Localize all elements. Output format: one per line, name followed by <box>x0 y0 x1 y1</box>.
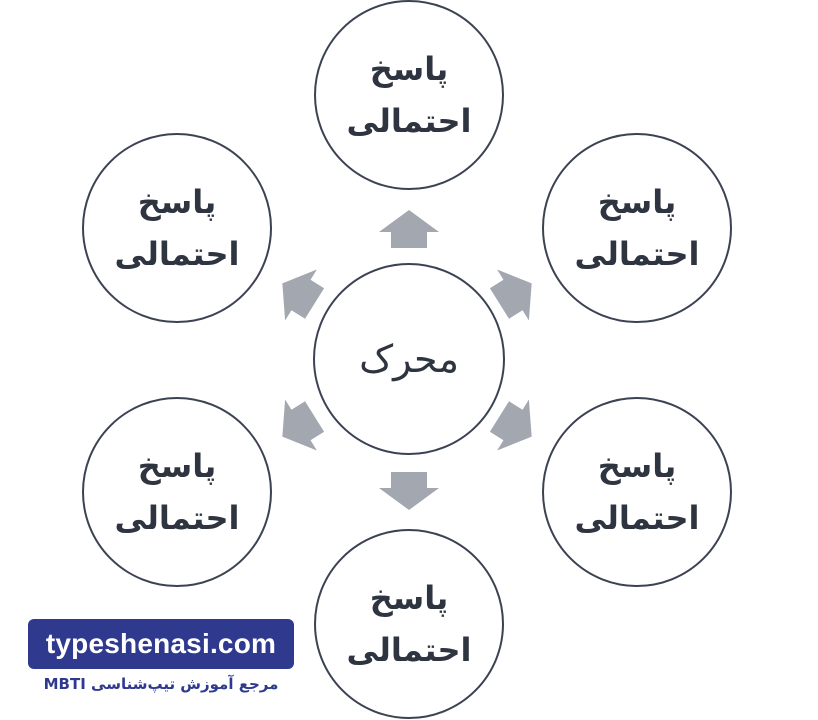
arrow-down-right-icon <box>489 399 532 451</box>
node-line2: احتمالی <box>347 102 472 140</box>
node-line2: احتمالی <box>115 499 240 537</box>
node-line2: احتمالی <box>575 499 700 537</box>
site-badge: typeshenasi.com <box>28 619 294 669</box>
node-line2: احتمالی <box>347 631 472 669</box>
response-node-lower-right: پاسخ احتمالی <box>542 397 732 587</box>
node-line1: پاسخ <box>370 579 449 617</box>
response-node-upper-left: پاسخ احتمالی <box>82 133 272 323</box>
arrow-up-right-icon <box>489 269 532 321</box>
center-node: محرک <box>313 263 505 455</box>
brand-watermark: typeshenasi.com مرجع آموزش تیپ‌شناسی MBT… <box>28 619 294 693</box>
response-node-lower-left: پاسخ احتمالی <box>82 397 272 587</box>
arrow-down-left-icon <box>282 399 325 451</box>
arrow-up-icon <box>379 210 439 248</box>
arrow-down-icon <box>379 472 439 510</box>
center-label: محرک <box>359 337 459 382</box>
arrow-up-left-icon <box>282 269 325 321</box>
node-line1: پاسخ <box>598 447 677 485</box>
response-node-top: پاسخ احتمالی <box>314 0 504 190</box>
response-node-bottom: پاسخ احتمالی <box>314 529 504 719</box>
node-line1: پاسخ <box>138 183 217 221</box>
site-name: typeshenasi.com <box>45 628 277 659</box>
arrows <box>282 210 532 510</box>
node-line1: پاسخ <box>370 50 449 88</box>
node-line2: احتمالی <box>575 235 700 273</box>
node-line2: احتمالی <box>115 235 240 273</box>
response-node-upper-right: پاسخ احتمالی <box>542 133 732 323</box>
site-tagline: مرجع آموزش تیپ‌شناسی MBTI <box>43 675 279 693</box>
node-line1: پاسخ <box>598 183 677 221</box>
node-line1: پاسخ <box>138 447 217 485</box>
